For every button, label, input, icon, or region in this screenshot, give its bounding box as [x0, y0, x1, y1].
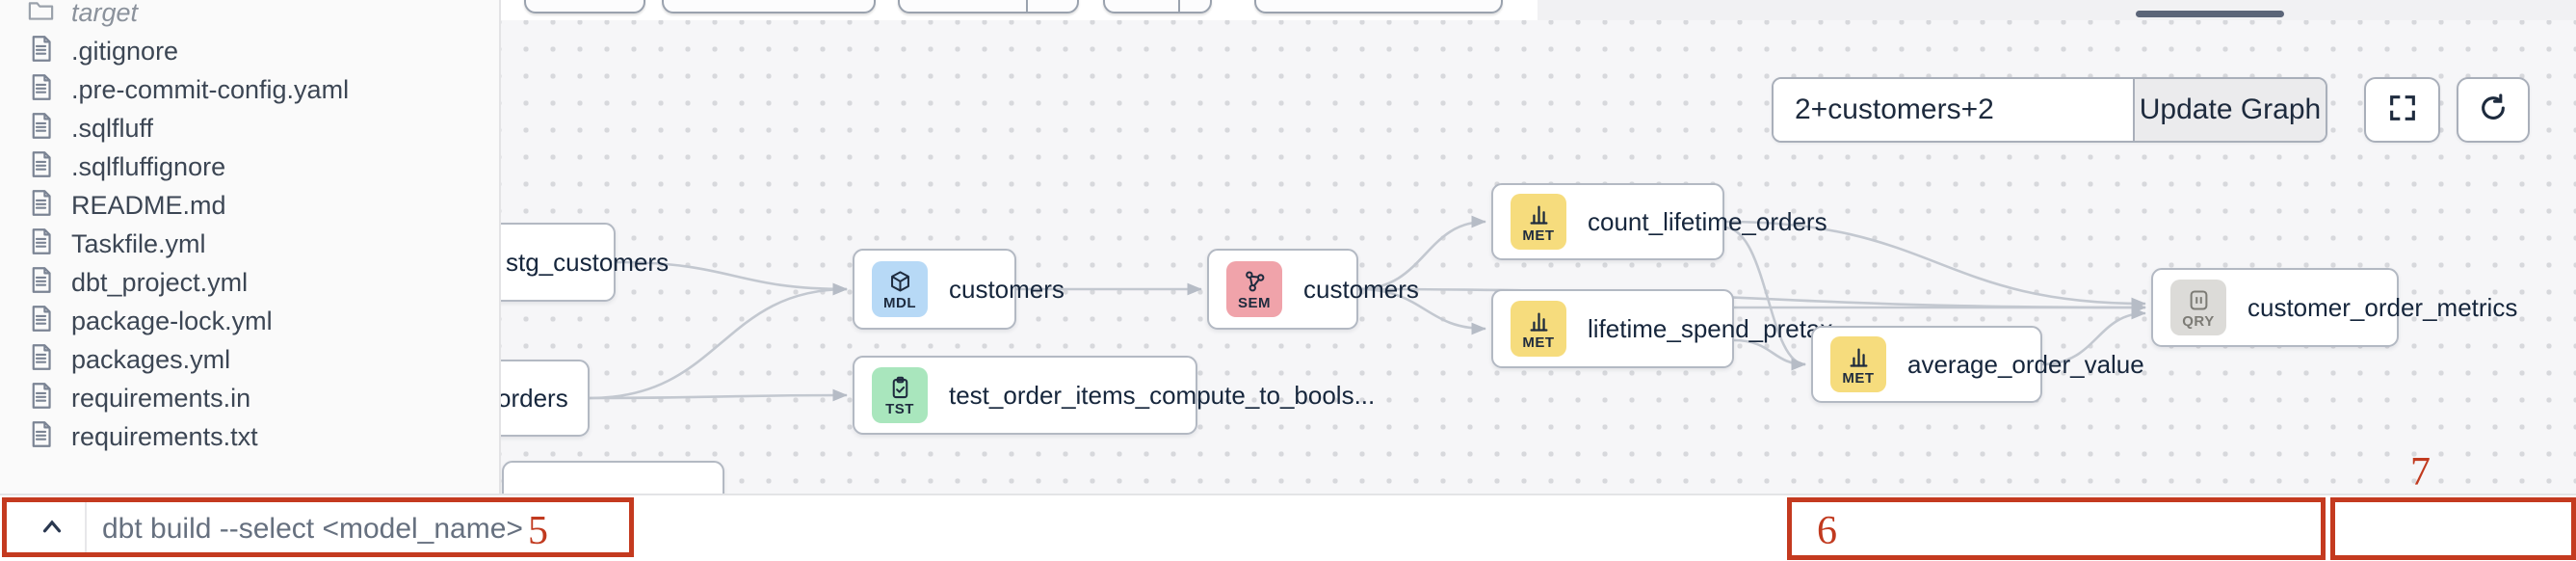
- file-icon: [26, 72, 56, 107]
- tree-item-label: requirements.in: [71, 383, 251, 413]
- button-divider: [1026, 0, 1028, 12]
- cutoff-toolbar-button[interactable]: [662, 0, 876, 13]
- tree-item-label: requirements.txt: [71, 421, 258, 451]
- tree-item-label: dbt_project.yml: [71, 267, 249, 297]
- metric-icon: MET: [1830, 336, 1886, 392]
- metric-icon: MET: [1511, 194, 1566, 250]
- node-label: stg_customers: [506, 247, 670, 277]
- top-toolbar-cutoff: [501, 0, 1538, 20]
- file-icon: [26, 227, 56, 261]
- file-icon: [26, 265, 56, 300]
- node-label: customers: [1303, 274, 1419, 304]
- button-divider: [1178, 0, 1180, 12]
- tree-item-label: Taskfile.yml: [71, 228, 206, 258]
- chevron-up-icon: [38, 513, 66, 547]
- file-item-readme-md[interactable]: README.md: [0, 186, 499, 225]
- file-icon: [26, 419, 56, 454]
- file-item--sqlfluffignore[interactable]: .sqlfluffignore: [0, 147, 499, 186]
- expand-panel-button[interactable]: [33, 512, 71, 547]
- lineage-edge-customers_semantic-to-lifetime_spend_pretax: [1357, 287, 1486, 335]
- bottom-command-bar: dbt build --select <model_name> Defer to…: [0, 494, 2576, 561]
- scrollbar-indicator[interactable]: [2136, 11, 2284, 17]
- file-icon: [26, 34, 56, 68]
- file-item--sqlfluff[interactable]: .sqlfluff: [0, 109, 499, 147]
- test-icon: TST: [872, 367, 928, 423]
- file-tree-sidebar: target .gitignore .pre-commit-config.yaml.…: [0, 0, 501, 494]
- folder-item-target[interactable]: target: [0, 0, 499, 32]
- tree-item-label: .sqlfluffignore: [71, 151, 226, 181]
- file-icon: [26, 381, 56, 415]
- file-item-requirements-in[interactable]: requirements.in: [0, 379, 499, 417]
- file-item-requirements-txt[interactable]: requirements.txt: [0, 417, 499, 456]
- semantic-model-icon: SEM: [1226, 261, 1282, 317]
- cutoff-toolbar-button[interactable]: [1254, 0, 1503, 13]
- refresh-icon: [2477, 92, 2510, 129]
- graph-node-test_order_items[interactable]: TST test_order_items_compute_to_bools...: [853, 356, 1375, 435]
- file-icon: [26, 111, 56, 146]
- folder-icon: [26, 0, 56, 30]
- bar-divider: [85, 501, 87, 557]
- graph-node-lifetime_spend_pretax[interactable]: MET lifetime_spend_pretax: [1491, 289, 1832, 368]
- lineage-edge-lifetime_spend_pretax-to-average_order_value: [1733, 338, 1806, 371]
- node-label: lifetime_spend_pretax: [1588, 313, 1833, 343]
- lineage-edge-average_order_value-to-customer_order_metrics: [2041, 307, 2146, 366]
- tree-item-label: .sqlfluff: [71, 113, 154, 143]
- cutoff-toolbar-button[interactable]: [1103, 0, 1212, 13]
- lineage-edge-count_lifetime_orders-to-customer_order_metrics: [1723, 220, 2146, 310]
- file-icon: [26, 342, 56, 377]
- file-item-packages-yml[interactable]: packages.yml: [0, 340, 499, 379]
- tree-item-label: README.md: [71, 190, 226, 220]
- cutoff-toolbar-button[interactable]: [524, 0, 645, 13]
- tree-item-label: .pre-commit-config.yaml: [71, 74, 350, 104]
- graph-node-customer_order_metrics[interactable]: QRY customer_order_metrics: [2151, 268, 2517, 347]
- graph-node-count_lifetime_orders[interactable]: MET count_lifetime_orders: [1491, 183, 1827, 260]
- graph-node-customers_semantic[interactable]: SEM customers: [1207, 249, 1419, 330]
- file-icon: [26, 304, 56, 338]
- file-icon: [26, 188, 56, 223]
- graph-selector-group: 2+customers+2 Update Graph: [1772, 77, 2327, 143]
- refresh-button[interactable]: [2457, 77, 2530, 143]
- node-label: count_lifetime_orders: [1588, 206, 1827, 236]
- node-label: average_order_value: [1907, 349, 2144, 379]
- selector-value: 2+customers+2: [1795, 94, 1994, 125]
- file-icon: [26, 149, 56, 184]
- graph-node-average_order_value[interactable]: MET average_order_value: [1811, 326, 2144, 403]
- fullscreen-button[interactable]: [2364, 77, 2440, 143]
- command-input[interactable]: dbt build --select <model_name>: [102, 513, 523, 545]
- lineage-edge-orders-to-customers_model: [589, 282, 848, 400]
- selector-input[interactable]: 2+customers+2: [1774, 79, 2133, 141]
- file-item--pre-commit-config-yaml[interactable]: .pre-commit-config.yaml: [0, 70, 499, 109]
- node-label: orders: [497, 383, 568, 413]
- node-label: customers: [949, 274, 1065, 304]
- file-item-taskfile-yml[interactable]: Taskfile.yml: [0, 225, 499, 263]
- tree-item-label: package-lock.yml: [71, 306, 273, 335]
- fullscreen-icon: [2386, 92, 2419, 129]
- tree-item-label: target: [71, 0, 139, 27]
- graph-node-customers_model[interactable]: MDL customers: [853, 249, 1065, 330]
- model-icon: MDL: [872, 261, 928, 317]
- file-item-package-lock-yml[interactable]: package-lock.yml: [0, 302, 499, 340]
- node-label: customer_order_metrics: [2247, 292, 2518, 322]
- metric-icon: MET: [1511, 301, 1566, 357]
- tree-item-label: packages.yml: [71, 344, 231, 374]
- cutoff-toolbar-button[interactable]: [898, 0, 1079, 13]
- lineage-edge-count_lifetime_orders-to-average_order_value: [1723, 226, 1806, 371]
- file-item-dbt-project-yml[interactable]: dbt_project.yml: [0, 263, 499, 302]
- lineage-edge-orders-to-test_order_items: [589, 388, 848, 402]
- update-graph-button[interactable]: Update Graph: [2133, 79, 2326, 141]
- tree-item-label: .gitignore: [71, 36, 179, 66]
- lineage-edge-customers_semantic-to-count_lifetime_orders: [1357, 215, 1486, 291]
- saved-query-icon: QRY: [2170, 280, 2226, 335]
- lineage-edge-stg_customers-to-customers_model: [615, 260, 848, 296]
- top-strip-right: [1538, 0, 2576, 20]
- file-item--gitignore[interactable]: .gitignore: [0, 32, 499, 70]
- node-label: test_order_items_compute_to_bools...: [949, 380, 1376, 410]
